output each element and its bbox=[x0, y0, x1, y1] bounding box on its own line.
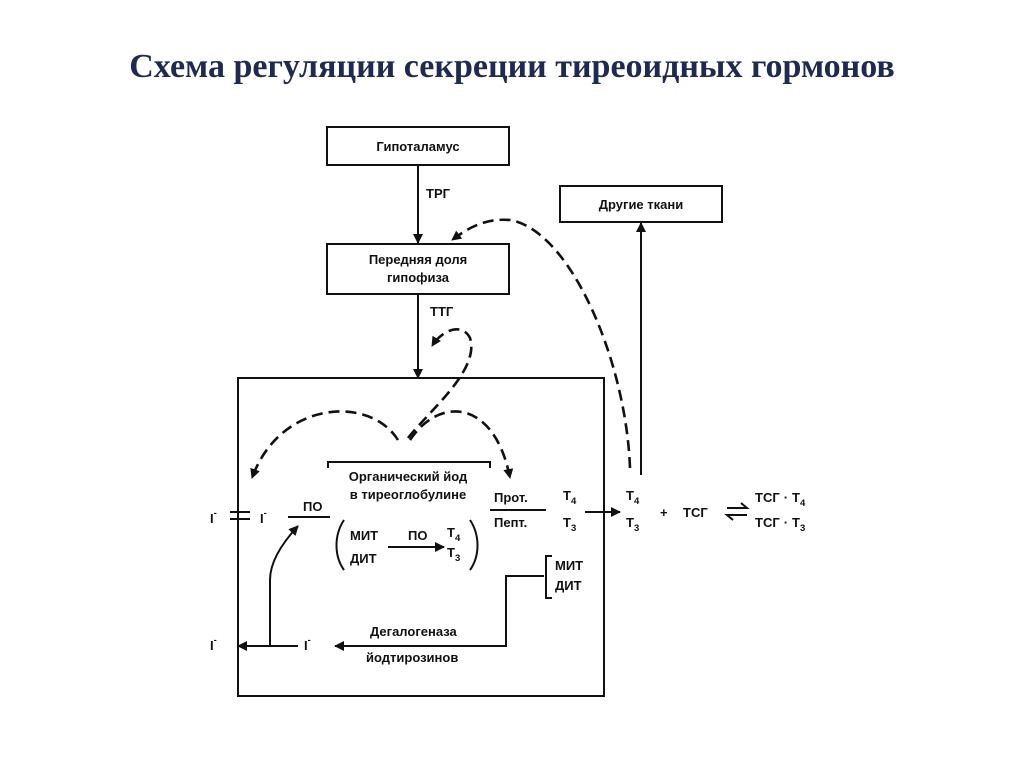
prot-label: Прот. bbox=[494, 490, 528, 505]
inner-t4: Т4 bbox=[447, 525, 461, 544]
pituitary-label-line1: Передняя доля bbox=[369, 252, 467, 267]
page-title: Схема регуляции секреции тиреоидных горм… bbox=[129, 48, 895, 85]
blood-t4: Т4 bbox=[626, 488, 640, 507]
trg-label: ТРГ bbox=[426, 186, 451, 201]
dit-right-label: ДИТ bbox=[555, 578, 582, 593]
mit-dit-to-dehalogenase bbox=[334, 575, 544, 651]
stimulation-right-dashed bbox=[408, 410, 514, 479]
stimulation-left-dashed bbox=[250, 410, 400, 479]
binding-eq-reverse bbox=[724, 514, 747, 521]
organic-iodine-bracket bbox=[327, 461, 491, 468]
tsg-t4-complex: ТСГ·Т4 bbox=[755, 490, 806, 509]
thyroid-box bbox=[237, 377, 605, 697]
tsg-t3-complex: ТСГ·Т3 bbox=[755, 515, 805, 534]
binding-eq-forward bbox=[727, 502, 750, 509]
iodide-outside: I- bbox=[210, 508, 217, 526]
pituitary-label-line2: гипофиза bbox=[387, 270, 450, 285]
po-label-inner: ПО bbox=[408, 528, 427, 543]
plus-sign: + bbox=[660, 505, 668, 520]
blood-t3: Т3 bbox=[626, 515, 639, 534]
pept-label: Пепт. bbox=[494, 515, 527, 530]
organic-iodine-line1: Органический йод bbox=[349, 469, 468, 484]
mit-dit-right-bracket bbox=[545, 555, 552, 599]
organic-iodine-line2: в тиреоглобулине bbox=[350, 487, 466, 502]
gland-t3: Т3 bbox=[563, 515, 576, 534]
mit-label: МИТ bbox=[350, 528, 378, 543]
dit-label: ДИТ bbox=[350, 551, 377, 566]
inner-t3: Т3 bbox=[447, 545, 460, 564]
ttg-label: ТТГ bbox=[430, 304, 454, 319]
inner-right-paren bbox=[469, 519, 479, 571]
dehalogenase-line1: Дегалогеназа bbox=[370, 624, 457, 639]
feedback-to-pituitary-dashed bbox=[451, 218, 632, 469]
iodide-recycle-arrow bbox=[269, 525, 299, 646]
dehalogenase-line2: йодтирозинов bbox=[366, 650, 458, 665]
inner-left-paren bbox=[335, 519, 345, 571]
iodide-inside: I- bbox=[260, 508, 267, 526]
gland-t4: Т4 bbox=[563, 488, 577, 507]
mit-right-label: МИТ bbox=[555, 558, 583, 573]
other-tissues-label: Другие ткани bbox=[599, 197, 683, 212]
iodide-outside-bottom: I- bbox=[210, 635, 217, 653]
hypothalamus-label: Гипоталамус bbox=[376, 139, 459, 154]
recycled-iodide: I- bbox=[304, 635, 311, 653]
tsg-free: ТСГ bbox=[683, 505, 708, 520]
po-label-top: ПО bbox=[303, 499, 322, 514]
